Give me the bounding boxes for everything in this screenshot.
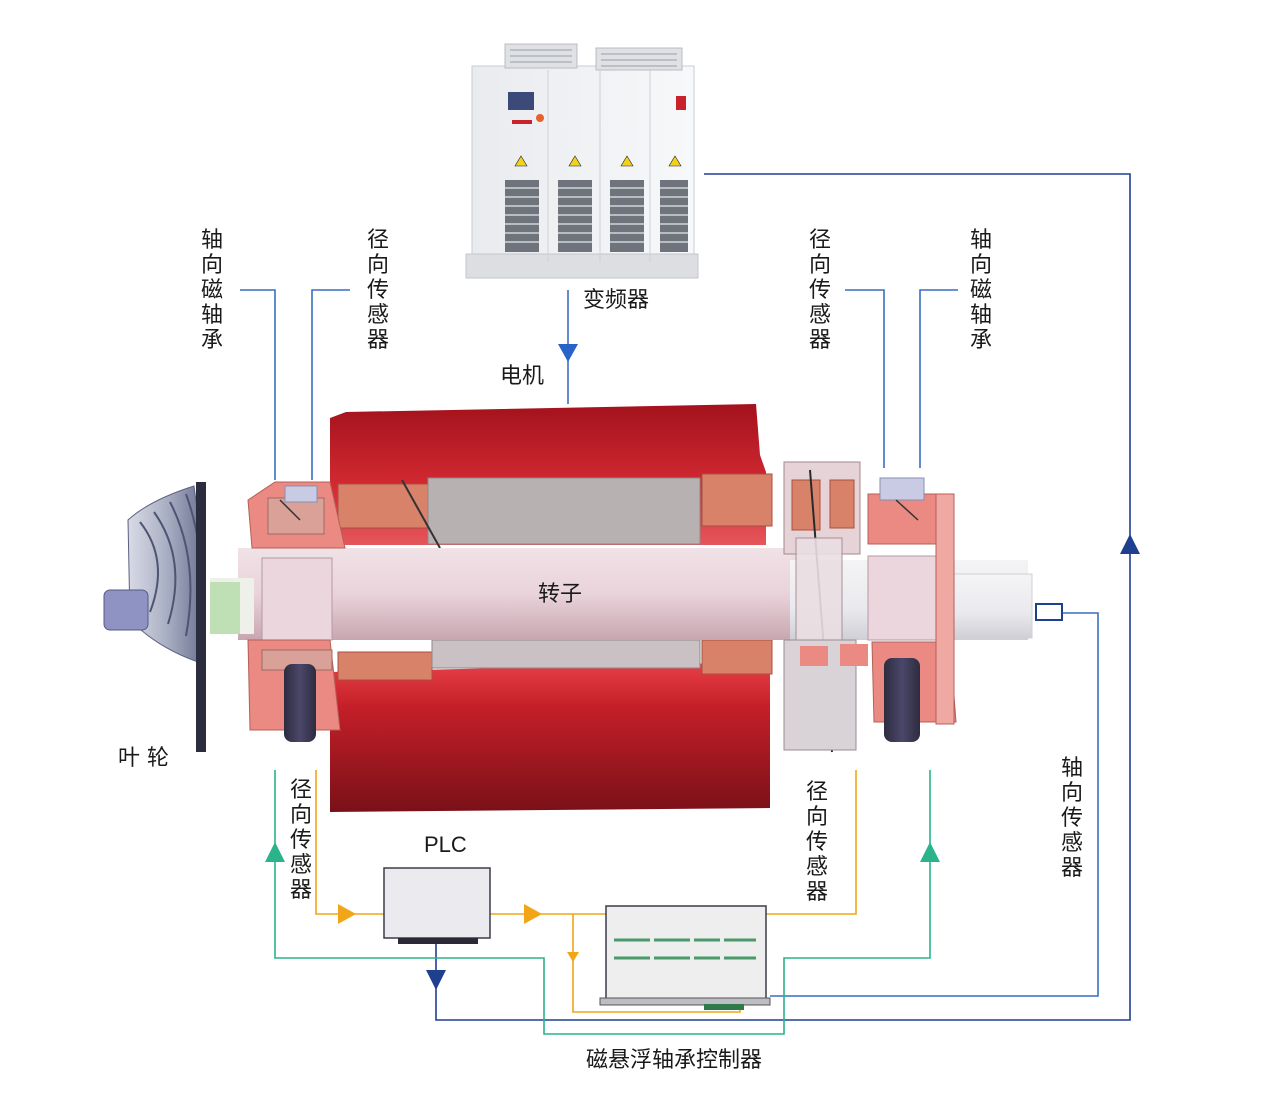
inverter-label: 变频器 (583, 288, 650, 313)
inverter-cabinet (465, 43, 699, 279)
plc-label: PLC (424, 832, 467, 857)
rotor-label: 转子 (538, 582, 583, 607)
impeller (103, 482, 206, 752)
right-radial-sensor-bottom-label: 径向传感器 (805, 780, 828, 905)
controller-label: 磁悬浮轴承控制器 (586, 1048, 763, 1073)
stator-bottom (330, 662, 770, 812)
impeller-label: 叶 轮 (118, 746, 169, 771)
left-radial-sensor-bottom-label: 径向传感器 (289, 778, 312, 903)
right-radial-sensor-top-label: 径向传感器 (808, 228, 831, 353)
motor-label: 电机 (500, 364, 545, 389)
right-axial-bearing-label: 轴向磁轴承 (969, 228, 992, 353)
left-radial-sensor-top-label: 径向传感器 (366, 228, 389, 353)
axial-sensor-label: 轴向传感器 (1060, 756, 1083, 881)
left-axial-bearing-label: 轴向磁轴承 (200, 228, 223, 353)
motor-assembly (103, 404, 1033, 812)
plc-box (383, 867, 491, 944)
controller-box (599, 905, 771, 1010)
